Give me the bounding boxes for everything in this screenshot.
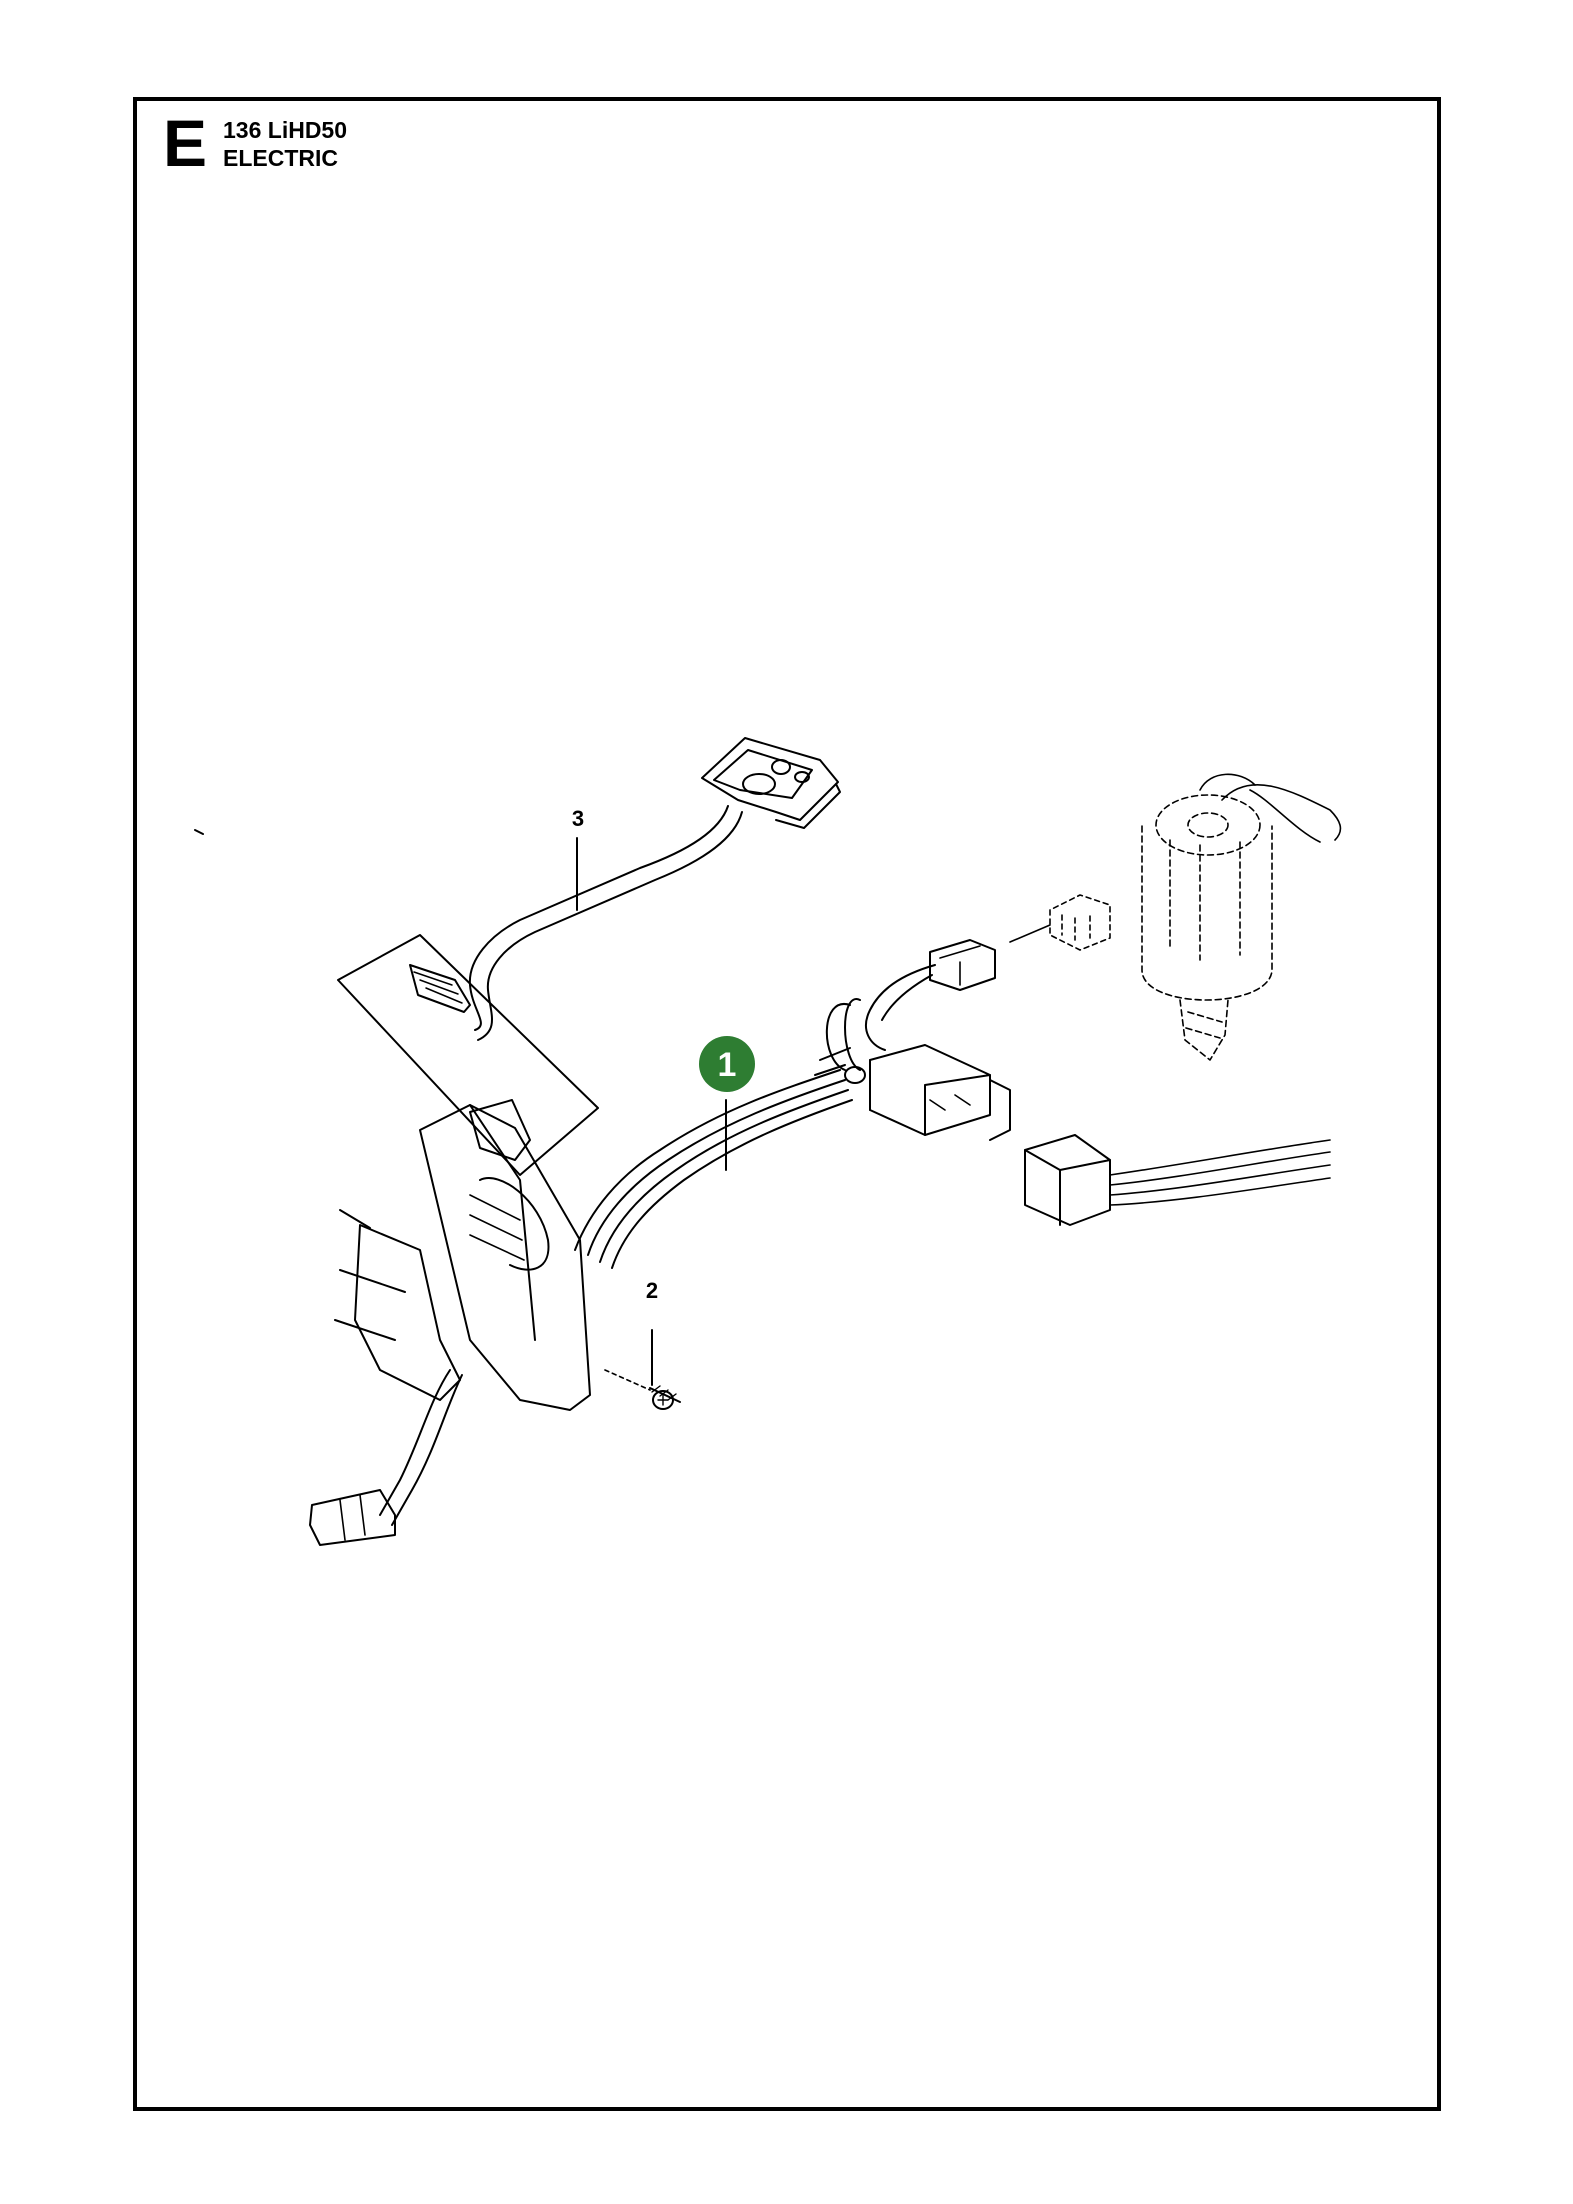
connector-link <box>1009 924 1051 943</box>
coil <box>479 1177 550 1271</box>
trigger-switch <box>869 1044 991 1136</box>
model-name: 136 LiHD50 <box>223 117 348 143</box>
callout-label-3: 3 <box>572 806 584 831</box>
section-letter: E <box>163 106 208 180</box>
battery-connector <box>309 1489 396 1546</box>
stray-mark <box>194 829 204 835</box>
hidden-cable-outline <box>337 934 599 1176</box>
motor-brush-wires <box>1221 784 1342 843</box>
callout-label-2: 2 <box>646 1278 658 1303</box>
display-connector <box>409 964 471 1013</box>
group-name: ELECTRIC <box>223 145 338 171</box>
display-cable-upper <box>468 805 729 1031</box>
motor-shaft <box>1179 999 1229 1061</box>
motor-connector <box>1049 894 1111 951</box>
page-frame <box>133 97 1441 2111</box>
battery-bracket <box>354 1224 461 1401</box>
motor <box>1141 794 1273 1061</box>
part-1-wiring-harness <box>309 964 1011 1546</box>
board-housing <box>419 1104 591 1411</box>
harness-connector <box>929 939 996 991</box>
callout-badge-1 <box>699 1036 755 1092</box>
keypad-outline <box>701 737 839 821</box>
keypad-button-small <box>771 759 791 775</box>
output-wires <box>1109 1139 1331 1206</box>
callout-label-1: 1 <box>718 1046 737 1084</box>
output-connector <box>1024 1134 1111 1226</box>
part-3-display-cable <box>409 737 841 1041</box>
display-cable-lower <box>477 811 743 1041</box>
keypad-button-large <box>742 773 776 795</box>
header-title: 136 LiHD50 ELECTRIC <box>223 116 347 172</box>
part-2-screw <box>604 1329 681 1410</box>
screw-head <box>652 1390 674 1410</box>
